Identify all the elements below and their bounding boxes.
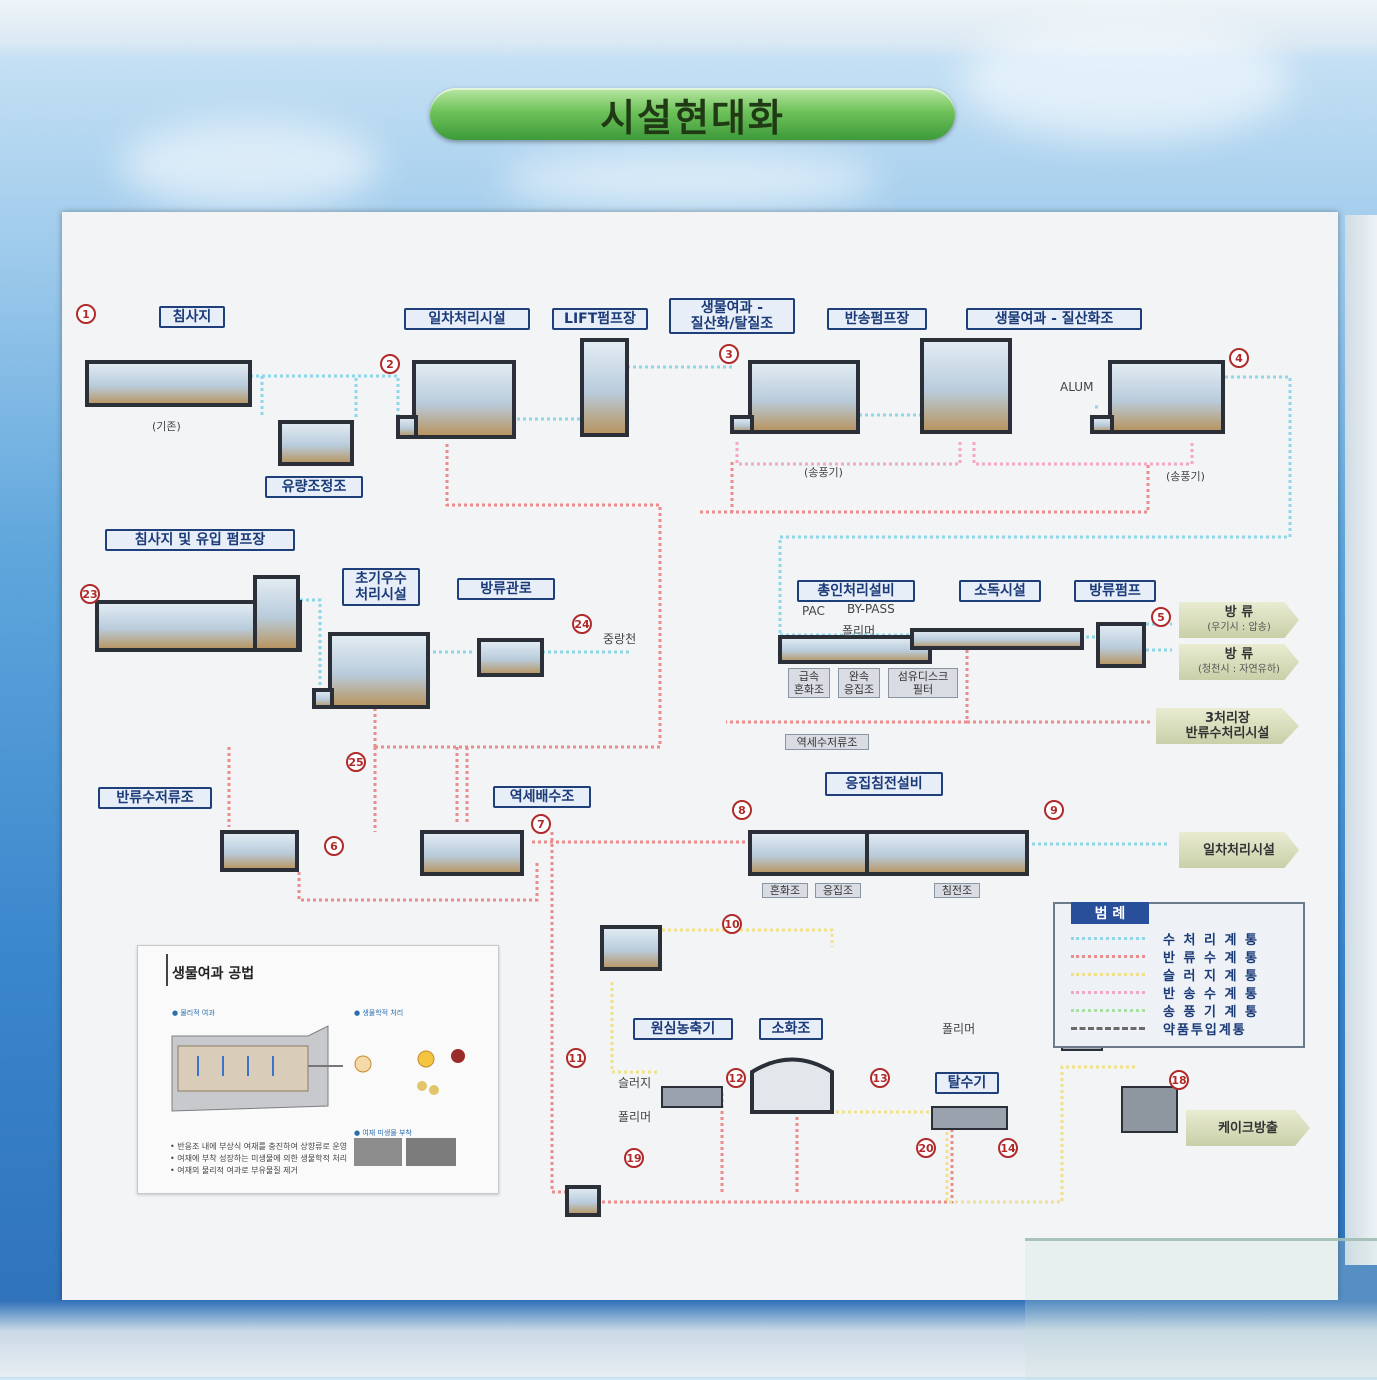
sendback-lines [737, 442, 1192, 464]
note-polymer: 폴리머 [942, 1020, 975, 1037]
cloud [500, 150, 880, 210]
side-panel [1345, 215, 1377, 1265]
label-bio-nitri: 생물여과 - 질산화/탈질조 [669, 298, 795, 334]
title-banner: 시설현대화 [430, 88, 955, 140]
label-eungjip: 응집침전설비 [825, 772, 943, 796]
cake-truck [1122, 1087, 1177, 1132]
step-number: 24 [572, 614, 592, 634]
sub-label-mixing: 혼화조 [762, 883, 808, 898]
note-river: 중랑천 [603, 630, 636, 647]
label-chimsaji-pump: 침사지 및 유입 펌프장 [105, 529, 295, 551]
step-number: 7 [531, 814, 551, 834]
sub-label-sedimentation: 침전조 [934, 883, 980, 898]
glass-display-case [1025, 1238, 1377, 1380]
step-number: 3 [719, 344, 739, 364]
label-talsu: 탈수기 [935, 1072, 999, 1094]
arrow-discharge-dry: 방 류(청천시 : 자연유하) [1179, 644, 1299, 680]
arrow-plant3: 3처리장 반류수처리시설 [1156, 708, 1299, 744]
note-blower: (송풍기) [1166, 468, 1205, 484]
note-blower: (송풍기) [804, 464, 843, 480]
label-sohwa: 소화조 [759, 1018, 823, 1040]
step-number: 23 [80, 584, 100, 604]
step-number: 11 [566, 1048, 586, 1068]
step-number: 18 [1169, 1070, 1189, 1090]
step-number: 20 [916, 1138, 936, 1158]
step-number: 6 [324, 836, 344, 856]
step-number: 10 [722, 914, 742, 934]
label-wonsim: 원심농축기 [633, 1018, 733, 1040]
step-number: 9 [1044, 800, 1064, 820]
digester-tank [752, 1060, 832, 1113]
step-number: 2 [380, 354, 400, 374]
dewatering-machine [932, 1107, 1007, 1129]
label-bio-nitri2: 생물여과 - 질산화조 [966, 308, 1142, 330]
cloud [120, 120, 380, 210]
legend-item: 송 풍 기 계 통 [1071, 1001, 1291, 1019]
legend-item: 반 류 수 계 통 [1071, 947, 1291, 965]
legend-item: 반 송 수 계 통 [1071, 983, 1291, 1001]
label-ilcha: 일차처리시설 [404, 308, 530, 330]
step-number: 12 [726, 1068, 746, 1088]
inset-note: • 여재에 부착 성장하는 미생물에 의한 생물학적 처리 [170, 1153, 347, 1164]
step-number: 5 [1151, 607, 1171, 627]
sub-label-slow-floc: 완속 응집조 [838, 668, 880, 698]
step-number: 1 [76, 304, 96, 324]
step-number: 19 [624, 1148, 644, 1168]
inset-panel: 생물여과 공법 ● 물리적 여과 ● 생물학적 처리 ● 여재 미생물 부착 •… [137, 945, 499, 1194]
step-number: 25 [346, 752, 366, 772]
label-bangryu-gwanro: 방류관로 [457, 578, 555, 600]
legend: 범 례 수 처 리 계 통 반 류 수 계 통 슬 러 지 계 통 반 송 수 … [1053, 902, 1305, 1048]
sub-label-rapid-mix: 급속 혼화조 [788, 668, 830, 698]
label-chimsaji: 침사지 [159, 306, 225, 328]
inset-note: • 여재의 물리적 여과로 부유물질 제거 [170, 1165, 298, 1176]
legend-item: 수 처 리 계 통 [1071, 929, 1291, 947]
label-bangryu-pump: 방류펌프 [1074, 580, 1156, 602]
note-polymer: 폴리머 [842, 622, 875, 639]
legend-title: 범 례 [1071, 902, 1149, 924]
legend-item: 슬 러 지 계 통 [1071, 965, 1291, 983]
step-number: 8 [732, 800, 752, 820]
note-existing: (기존) [152, 418, 181, 434]
step-number: 14 [998, 1138, 1018, 1158]
label-lift: LIFT펌프장 [552, 308, 648, 330]
label-bansong: 반송펌프장 [827, 308, 927, 330]
note-alum: ALUM [1060, 380, 1093, 394]
note-sludge: 슬러지 [618, 1074, 651, 1091]
step-number: 4 [1229, 348, 1249, 368]
inset-note: • 반응조 내에 부상식 여재를 충진하여 상향류로 운영 [170, 1141, 347, 1152]
label-chongin: 총인처리설비 [797, 580, 915, 602]
label-yeoksebaesu: 역세배수조 [493, 786, 591, 808]
note-bypass: BY-PASS [847, 602, 895, 616]
arrow-cake: 케이크방출 [1186, 1110, 1310, 1146]
legend-item: 약품투입계통 [1071, 1019, 1291, 1037]
label-yuryang: 유량조정조 [265, 476, 363, 498]
page-title: 시설현대화 [600, 87, 785, 142]
note-pac: PAC [802, 604, 825, 618]
step-number: 13 [870, 1068, 890, 1088]
cloud [960, 20, 1290, 140]
centrifuge [662, 1087, 722, 1107]
arrow-primary: 일차처리시설 [1179, 832, 1299, 868]
sub-label-disk-filter: 섬유디스크 필터 [888, 668, 958, 698]
sub-label-flocculation: 응집조 [815, 883, 861, 898]
label-chogi: 초기우수 처리시설 [342, 568, 420, 606]
label-sodok: 소독시설 [959, 580, 1041, 602]
note-polymer: 폴리머 [618, 1108, 651, 1125]
sub-label-backwash: 역세수저류조 [785, 734, 869, 750]
label-banryu-tank: 반류수저류조 [98, 787, 212, 809]
arrow-discharge-rain: 방 류(우기시 : 압송) [1179, 602, 1299, 638]
